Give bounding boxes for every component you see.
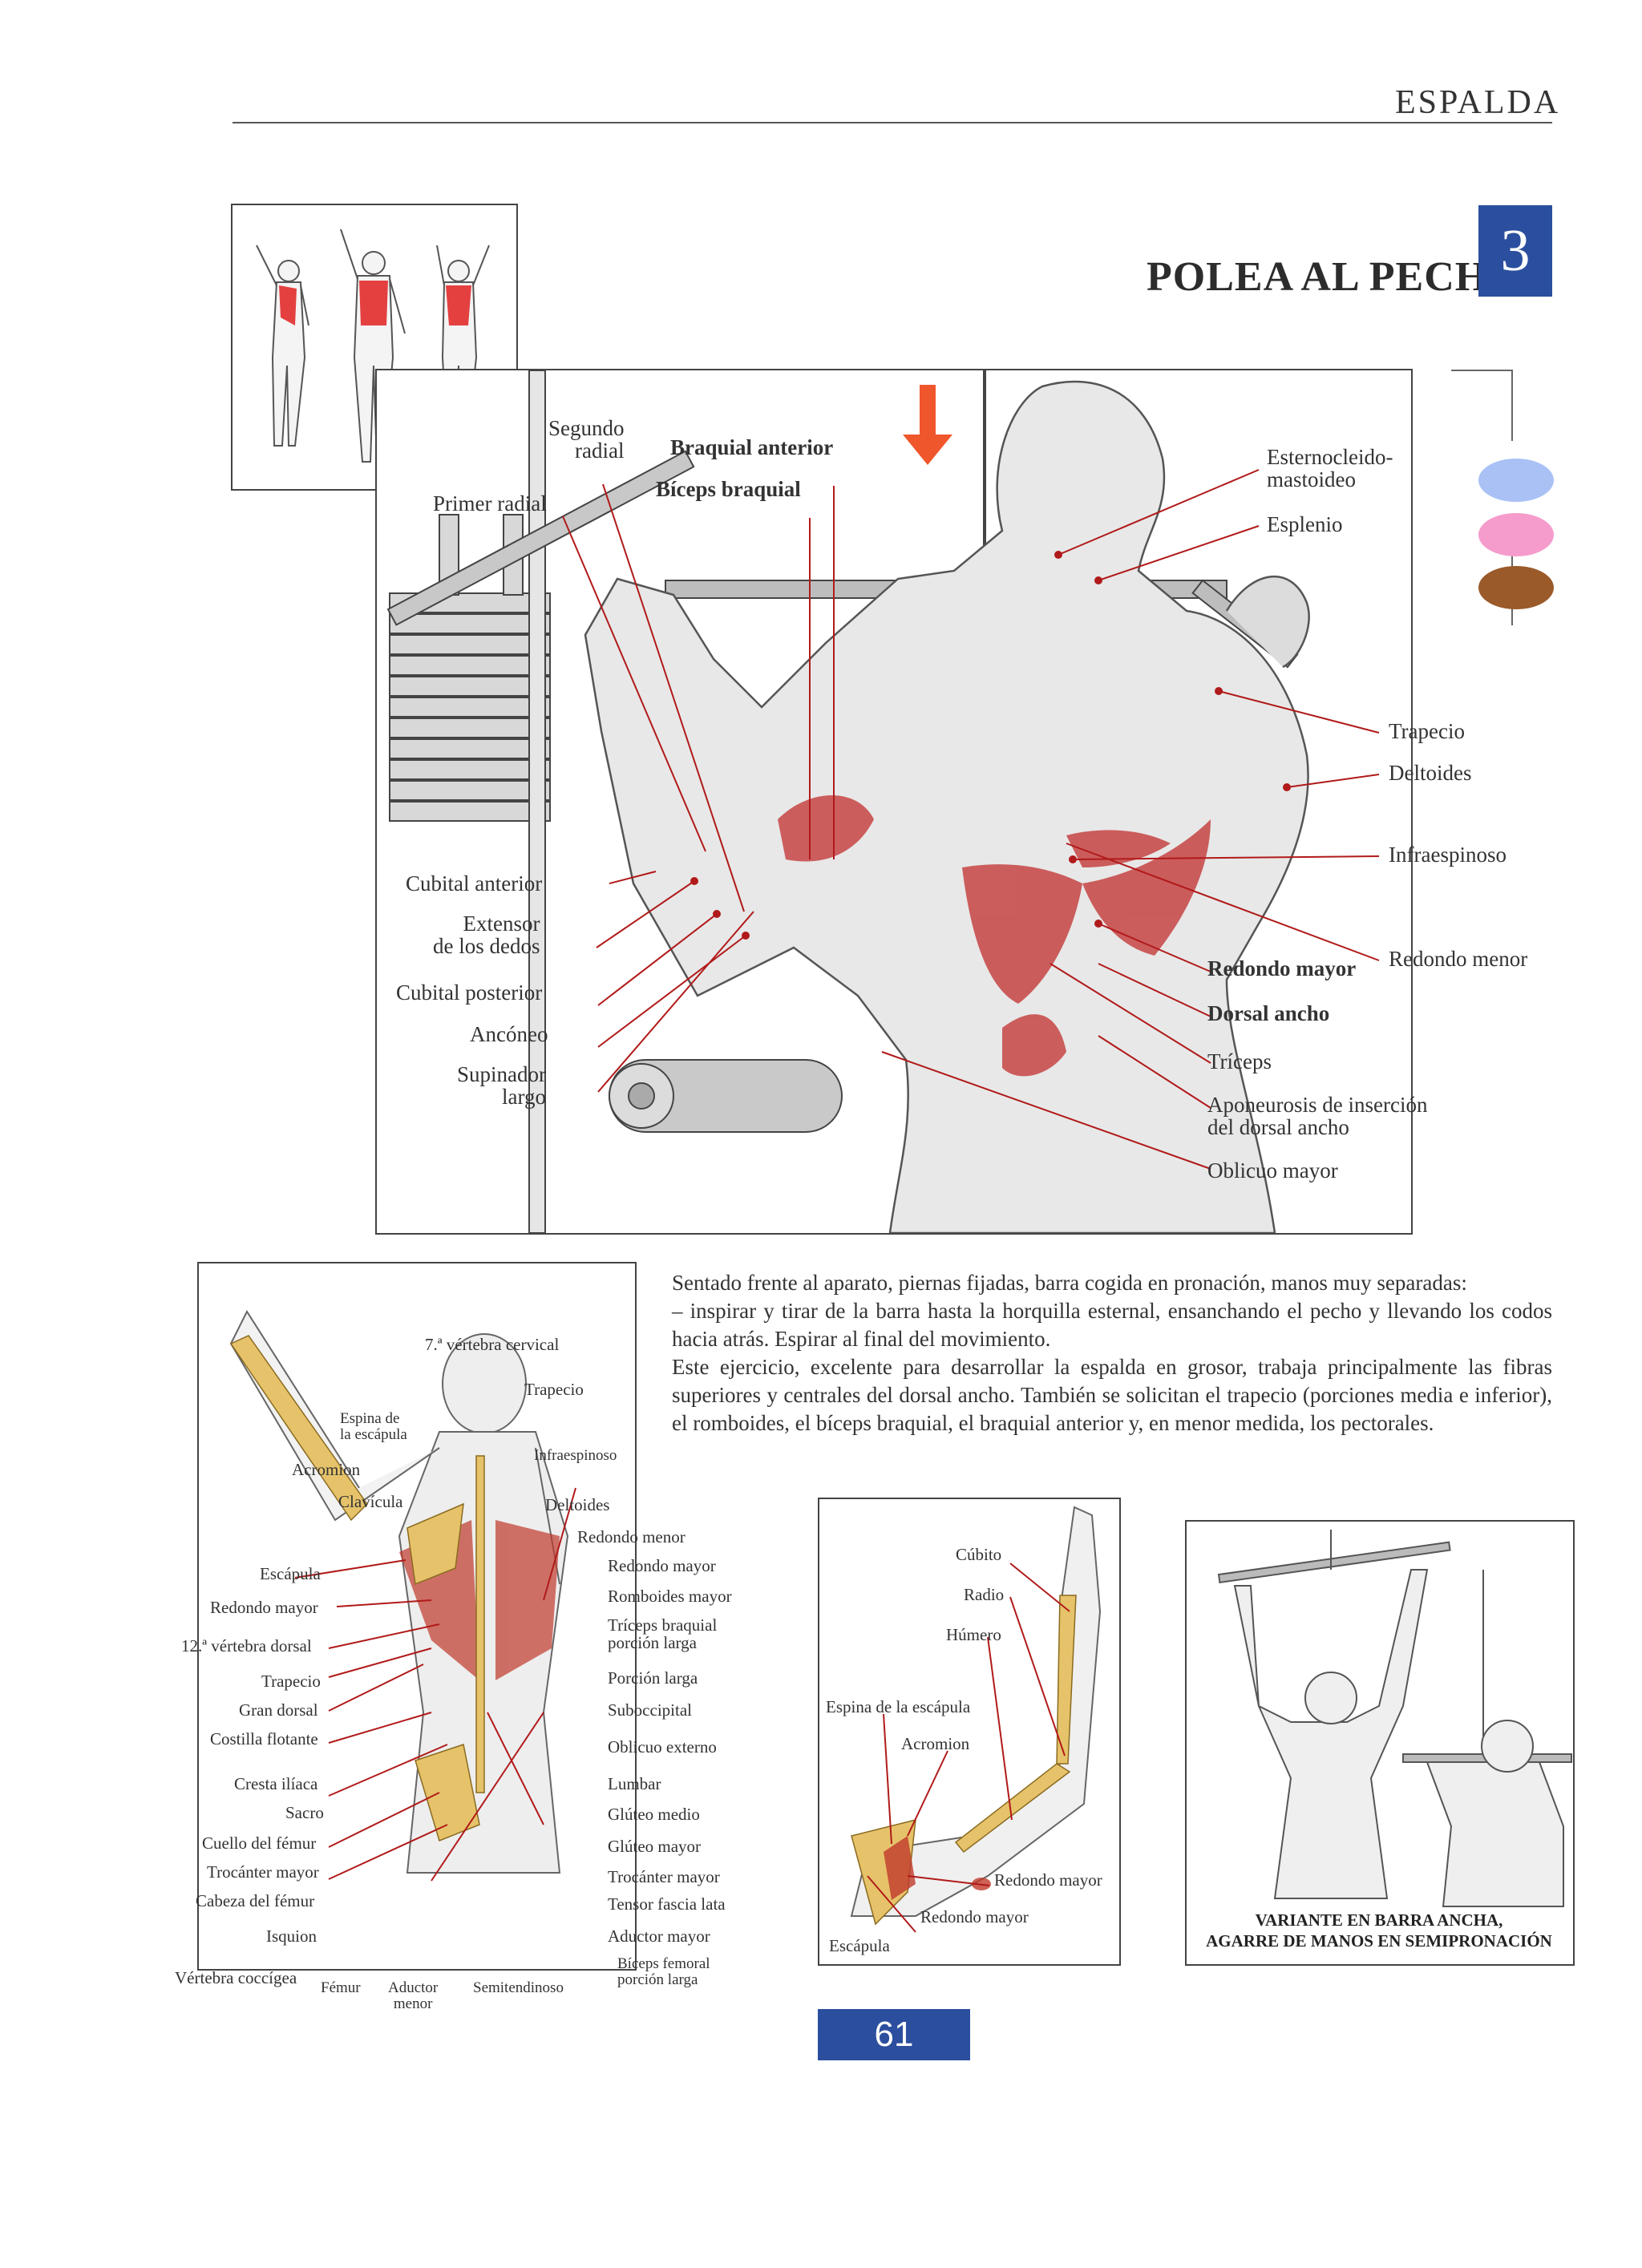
anat-lumbar: Lumbar [608, 1774, 661, 1793]
label-aponeurosis: Aponeurosis de inserción del dorsal anch… [1207, 1093, 1428, 1140]
anat-escapula: Escápula [260, 1564, 321, 1583]
anat-vertebra-dorsal: 12.ª vértebra dorsal [181, 1636, 312, 1656]
anat-trocanter-mayor-right: Trocánter mayor [608, 1867, 720, 1886]
arm-radio: Radio [964, 1585, 1005, 1604]
page-number: 61 [818, 2009, 970, 2060]
label-oblicuo-mayor: Oblicuo mayor [1207, 1158, 1338, 1183]
label-supinador-largo: Supinador largo [457, 1062, 546, 1110]
arm-cubito: Cúbito [956, 1545, 1002, 1564]
anat-oblicuo-externo: Oblicuo externo [608, 1737, 717, 1757]
lat-pulldown-image [386, 370, 1380, 1235]
exercise-description: Sentado frente al aparato, piernas fijad… [672, 1269, 1552, 1437]
anat-gran-dorsal: Gran dorsal [239, 1700, 318, 1720]
anat-femur: Fémur [321, 1979, 361, 1996]
anat-redondo-mayor-right: Redondo mayor [608, 1556, 716, 1575]
label-redondo-menor: Redondo menor [1389, 947, 1528, 971]
arm-escapula: Escápula [829, 1936, 890, 1955]
anat-trapecio: Trapecio [524, 1380, 584, 1399]
muscle-thumbnail [231, 204, 518, 491]
arm-acromion: Acromion [901, 1734, 970, 1753]
label-triceps: Tríceps [1207, 1049, 1272, 1073]
label-primer-radial: Primer radial [433, 491, 547, 515]
label-trapecio: Trapecio [1389, 719, 1465, 743]
arm-illustration [818, 1498, 1121, 1966]
legend-dot-pink [1478, 513, 1554, 556]
variant-caption: VARIANTE EN BARRA ANCHA, AGARRE DE MANOS… [1206, 1910, 1552, 1951]
exercise-title: POLEA AL PECHO [1147, 254, 1522, 300]
anat-gluteo-medio: Glúteo medio [608, 1805, 700, 1824]
label-segundo-radial: Segundo radial [548, 416, 625, 463]
main-illustration [375, 369, 1413, 1235]
anat-gluteo-mayor: Glúteo mayor [608, 1837, 702, 1856]
label-anconeo: Ancóneo [470, 1022, 548, 1046]
anat-triceps-braquial: Tríceps braquial porción larga [608, 1615, 718, 1653]
anat-aductor-menor: Aductor menor [388, 1979, 439, 2012]
arm-skeleton-image [850, 1506, 1102, 1933]
label-infraespinoso: Infraespinoso [1389, 843, 1507, 867]
arm-espina-escapula: Espina de la escápula [826, 1697, 971, 1716]
anat-cresta-iliaca: Cresta ilíaca [234, 1774, 318, 1793]
legend-dot-brown [1478, 566, 1554, 609]
description-intro: Sentado frente al aparato, piernas fijad… [672, 1271, 1467, 1295]
anat-acromion: Acromion [292, 1460, 361, 1479]
label-extensor-dedos: Extensor de los dedos [433, 912, 540, 959]
anat-aductor-mayor: Aductor mayor [608, 1926, 710, 1946]
anat-vertebra-coccigea: Vértebra coccígea [175, 1968, 297, 1987]
variant-illustration [1185, 1520, 1575, 1966]
arm-redondo-mayor-2: Redondo mayor [920, 1907, 1029, 1926]
anat-redondo-menor: Redondo menor [577, 1527, 686, 1546]
anat-vertebra-cervical: 7.ª vértebra cervical [425, 1335, 560, 1354]
anat-cabeza-femur: Cabeza del fémur [196, 1891, 315, 1910]
anat-porcion-larga: Porción larga [608, 1668, 698, 1688]
anat-suboccipital: Suboccipital [608, 1700, 692, 1720]
anat-trapecio-left: Trapecio [261, 1672, 321, 1691]
anatomy-back-illustration [197, 1262, 637, 1971]
label-esternocleido: Esternocleido- mastoideo [1267, 445, 1393, 492]
anat-clavicula: Clavícula [338, 1492, 403, 1511]
description-step: – inspirar y tirar de la barra hasta la … [672, 1299, 1552, 1351]
anat-tensor-fascia: Tensor fascia lata [608, 1894, 726, 1914]
label-dorsal-ancho: Dorsal ancho [1207, 1001, 1330, 1025]
legend-dot-blue [1478, 459, 1554, 502]
anat-trocanter-mayor-left: Trocánter mayor [207, 1862, 319, 1882]
exercise-number-badge: 3 [1478, 205, 1552, 297]
skeletal-back-image [229, 1309, 576, 1882]
label-cubital-anterior: Cubital anterior [406, 871, 543, 895]
anat-sacro: Sacro [285, 1803, 324, 1822]
arm-redondo-mayor-1: Redondo mayor [994, 1870, 1102, 1890]
variant-exercise-image [1217, 1530, 1572, 1907]
anat-isquion: Isquion [266, 1926, 317, 1946]
label-deltoides: Deltoides [1389, 761, 1472, 785]
label-redondo-mayor: Redondo mayor [1207, 956, 1357, 980]
header-rule [233, 122, 1552, 123]
section-title: ESPALDA [1395, 84, 1561, 121]
label-braquial-anterior: Braquial anterior [670, 435, 834, 459]
anat-infraespinoso: Infraespinoso [534, 1447, 617, 1464]
anat-espina-escapula: Espina de la escápula [340, 1410, 407, 1443]
label-biceps-braquial: Bíceps braquial [656, 477, 801, 501]
anat-cuello-femur: Cuello del fémur [202, 1833, 317, 1853]
label-cubital-posterior: Cubital posterior [396, 980, 543, 1005]
anat-deltoides: Deltoides [545, 1495, 610, 1514]
anat-semitendinoso: Semitendinoso [473, 1979, 564, 1996]
arm-humero: Húmero [946, 1625, 1001, 1644]
anat-redondo-mayor-left: Redondo mayor [210, 1598, 318, 1617]
anat-biceps-femoral: Bíceps femoral porción larga [617, 1955, 710, 1988]
anat-costilla-flotante: Costilla flotante [210, 1729, 318, 1749]
anat-romboides-mayor: Romboides mayor [608, 1587, 732, 1606]
label-esplenio: Esplenio [1267, 512, 1343, 536]
description-benefits: Este ejercicio, excelente para desarroll… [672, 1355, 1552, 1435]
